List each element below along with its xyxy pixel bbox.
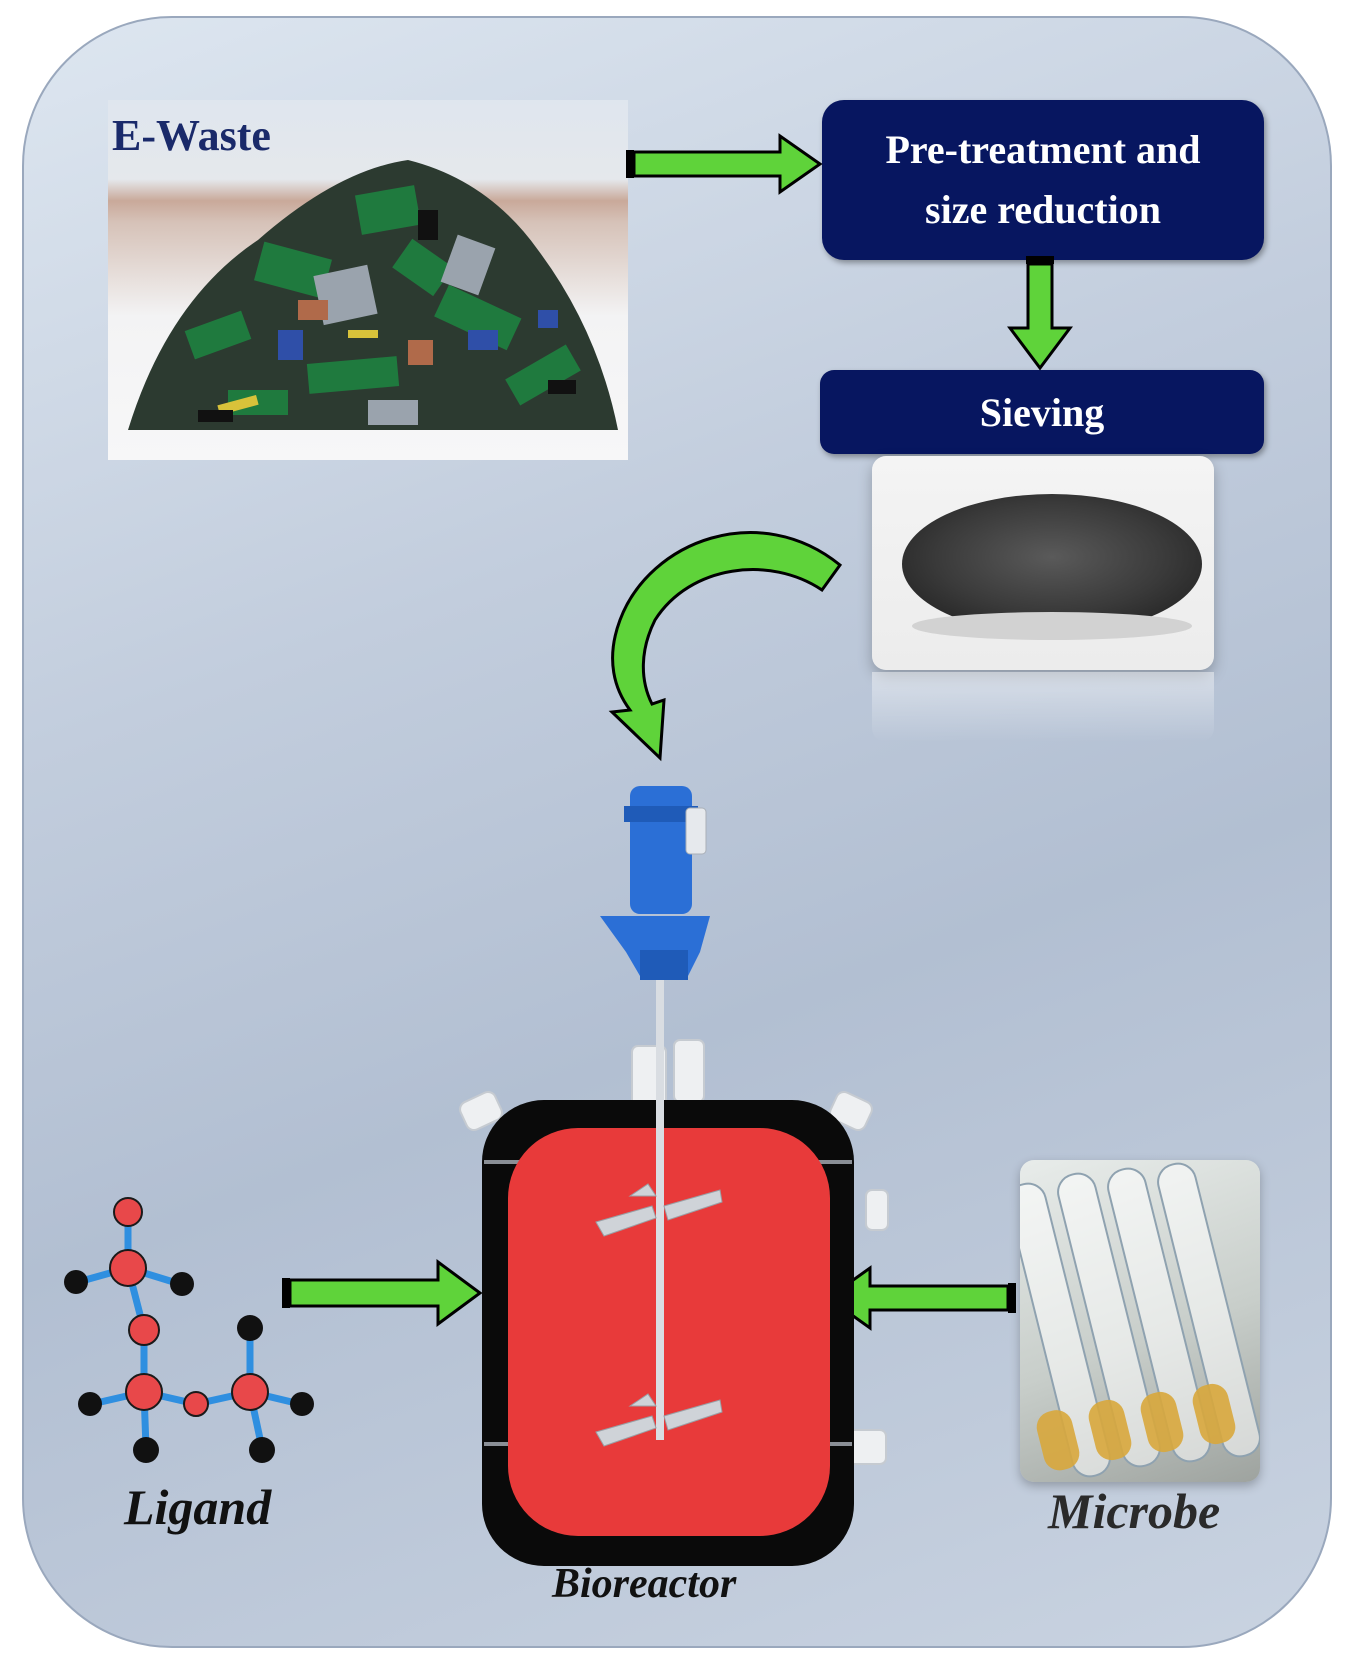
pretreatment-box: Pre-treatment and size reduction (822, 100, 1264, 260)
sieving-box: Sieving (820, 370, 1264, 454)
powder-reflection (872, 672, 1214, 742)
ewaste-pile-icon (128, 160, 618, 430)
ligand-label: Ligand (124, 1479, 272, 1535)
arrow-ligand-to-bioreactor (282, 1259, 483, 1327)
ewaste-label: E-Waste (112, 111, 271, 160)
microbe-photo (1020, 1160, 1260, 1482)
test-tubes-icon (1020, 1162, 1260, 1478)
microbe-label: Microbe (1048, 1483, 1221, 1539)
bioreactor-label: Bioreactor (552, 1561, 737, 1607)
powder-pile-icon (902, 494, 1202, 640)
arrow-ewaste-to-pretreatment (626, 133, 823, 195)
arrow-microbe-to-bioreactor (825, 1265, 1016, 1331)
ligand-molecule-icon (64, 1197, 314, 1463)
arrow-pretreatment-to-sieving (1007, 256, 1073, 371)
arrow-powder-to-bioreactor (608, 531, 843, 762)
sieving-label: Sieving (979, 389, 1105, 435)
ewaste-photo (108, 100, 628, 460)
pretreatment-label: Pre-treatment and size reduction (885, 127, 1201, 232)
bioreactor-icon (459, 786, 889, 1566)
powder-photo (872, 456, 1214, 670)
